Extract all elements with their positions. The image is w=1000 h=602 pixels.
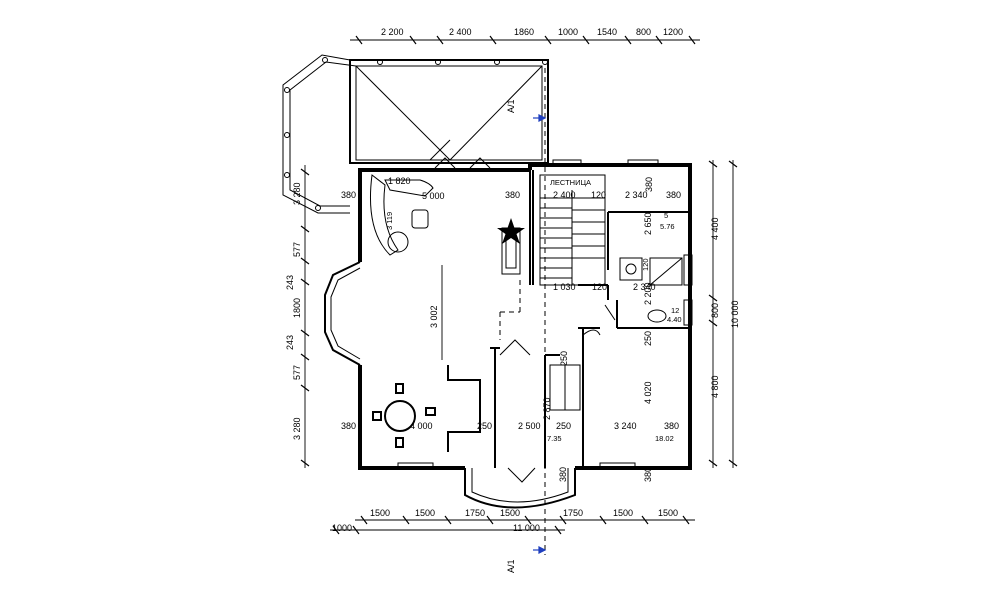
dim-right-overall: 10 000 bbox=[730, 300, 740, 328]
dim-bottom-3: 1750 bbox=[465, 508, 485, 518]
hall-height: 2 870 bbox=[542, 397, 552, 420]
dim-bottom-1: 1500 bbox=[370, 508, 390, 518]
section-mark-top: А/1 bbox=[506, 99, 516, 113]
outer-walls bbox=[324, 159, 693, 509]
porch-wall-far: 380 bbox=[643, 467, 653, 482]
dim-bottom-4: 1500 bbox=[500, 508, 520, 518]
stair-bottom: 1 030 bbox=[553, 282, 576, 292]
right-dimension-chain: 4 400 800 4 800 10 000 bbox=[708, 160, 740, 468]
dim-left-5: 243 bbox=[285, 335, 295, 350]
stair-wall: 120 bbox=[591, 190, 606, 200]
room-labels: 5 000 380 380 1 820 3 119 3 002 4 000 38… bbox=[341, 176, 682, 482]
room5-height: 2 650 bbox=[643, 212, 653, 235]
stair-width: 2 400 bbox=[553, 190, 576, 200]
bedroom-width: 3 240 bbox=[614, 421, 637, 431]
dim-top-4: 1000 bbox=[558, 27, 578, 37]
dim-left-2: 577 bbox=[292, 242, 302, 257]
room5-width: 2 340 bbox=[625, 190, 648, 200]
dim-top-2: 2 400 bbox=[449, 27, 472, 37]
bottom-dimension-chain: 1500 1500 1750 1500 1750 1500 1500 1000 … bbox=[330, 508, 695, 535]
room5-number: 5 bbox=[664, 211, 668, 220]
room5-area: 5.76 bbox=[660, 222, 675, 231]
dim-top-1: 2 200 bbox=[381, 27, 404, 37]
hall-side: 250 bbox=[559, 351, 569, 366]
dim-top-7: 1200 bbox=[663, 27, 683, 37]
bath-wall: 120 bbox=[641, 258, 650, 271]
dim-top-3: 1860 bbox=[514, 27, 534, 37]
top-dimension-chain: 2 200 2 400 1860 1000 1540 800 1200 bbox=[350, 27, 700, 45]
room5-wall: 380 bbox=[666, 190, 681, 200]
section-line: А/1 А/1 bbox=[506, 68, 547, 573]
dim-right-3: 4 800 bbox=[710, 375, 720, 398]
dim-left-3: 243 bbox=[285, 275, 295, 290]
living-height: 3 002 bbox=[429, 305, 439, 328]
dim-left-4: 1800 bbox=[292, 298, 302, 318]
kitchen-width: 4 000 bbox=[410, 421, 433, 431]
dim-left-7: 3 280 bbox=[292, 417, 302, 440]
section-mark-bottom: А/1 bbox=[506, 559, 516, 573]
hall-area: 7.35 bbox=[547, 434, 562, 443]
bay-width: 1 820 bbox=[388, 176, 411, 186]
bedroom-wall: 380 bbox=[664, 421, 679, 431]
terrace bbox=[282, 54, 549, 214]
dim-bottom-2: 1500 bbox=[415, 508, 435, 518]
kitchen-wall-left: 380 bbox=[341, 421, 356, 431]
dim-top-6: 800 bbox=[636, 27, 651, 37]
staircase: ЛЕСТНИЦА bbox=[539, 174, 606, 286]
hall-width: 2 500 bbox=[518, 421, 541, 431]
dim-bottom-overall-mid: 11 000 bbox=[513, 523, 540, 533]
bath-width: 2 340 bbox=[633, 282, 656, 292]
bath-height: 2 200 bbox=[643, 282, 653, 305]
bath-area: 4.40 bbox=[667, 315, 682, 324]
left-dimension-chain: 3 280 577 243 1800 243 577 3 280 bbox=[285, 165, 310, 468]
bath-number: 12 bbox=[671, 306, 679, 315]
doors bbox=[434, 157, 616, 483]
living-wall-left: 380 bbox=[341, 190, 356, 200]
kitchen-wall-right: 250 bbox=[477, 421, 492, 431]
dim-top-5: 1540 bbox=[597, 27, 617, 37]
living-wall-right: 380 bbox=[505, 190, 520, 200]
dim-bottom-6: 1500 bbox=[613, 508, 633, 518]
bedroom-area: 18.02 bbox=[655, 434, 674, 443]
furniture bbox=[369, 174, 683, 448]
dining-table bbox=[384, 400, 416, 432]
star-icon bbox=[497, 218, 525, 244]
sofa-label: 3 119 bbox=[385, 212, 394, 230]
hall-wall: 250 bbox=[556, 421, 571, 431]
sofa-cushion bbox=[387, 231, 409, 253]
bedroom-height: 4 020 bbox=[643, 381, 653, 404]
dim-bottom-overall-left: 1000 bbox=[332, 523, 352, 533]
living-width: 5 000 bbox=[422, 191, 445, 201]
stair-bottom-wall: 120 bbox=[592, 282, 607, 292]
dim-left-6: 577 bbox=[292, 365, 302, 380]
dim-bottom-7: 1500 bbox=[658, 508, 678, 518]
dim-right-1: 4 400 bbox=[710, 217, 720, 240]
north-arrow-icon bbox=[538, 546, 547, 554]
room5-wall-top: 380 bbox=[644, 177, 654, 192]
dim-bottom-5: 1750 bbox=[563, 508, 583, 518]
dim-right-2: 800 bbox=[710, 303, 720, 318]
porch-wall-right: 380 bbox=[558, 467, 568, 482]
stair-note: ЛЕСТНИЦА bbox=[550, 178, 591, 187]
bath-bottom-wall: 250 bbox=[643, 331, 653, 346]
